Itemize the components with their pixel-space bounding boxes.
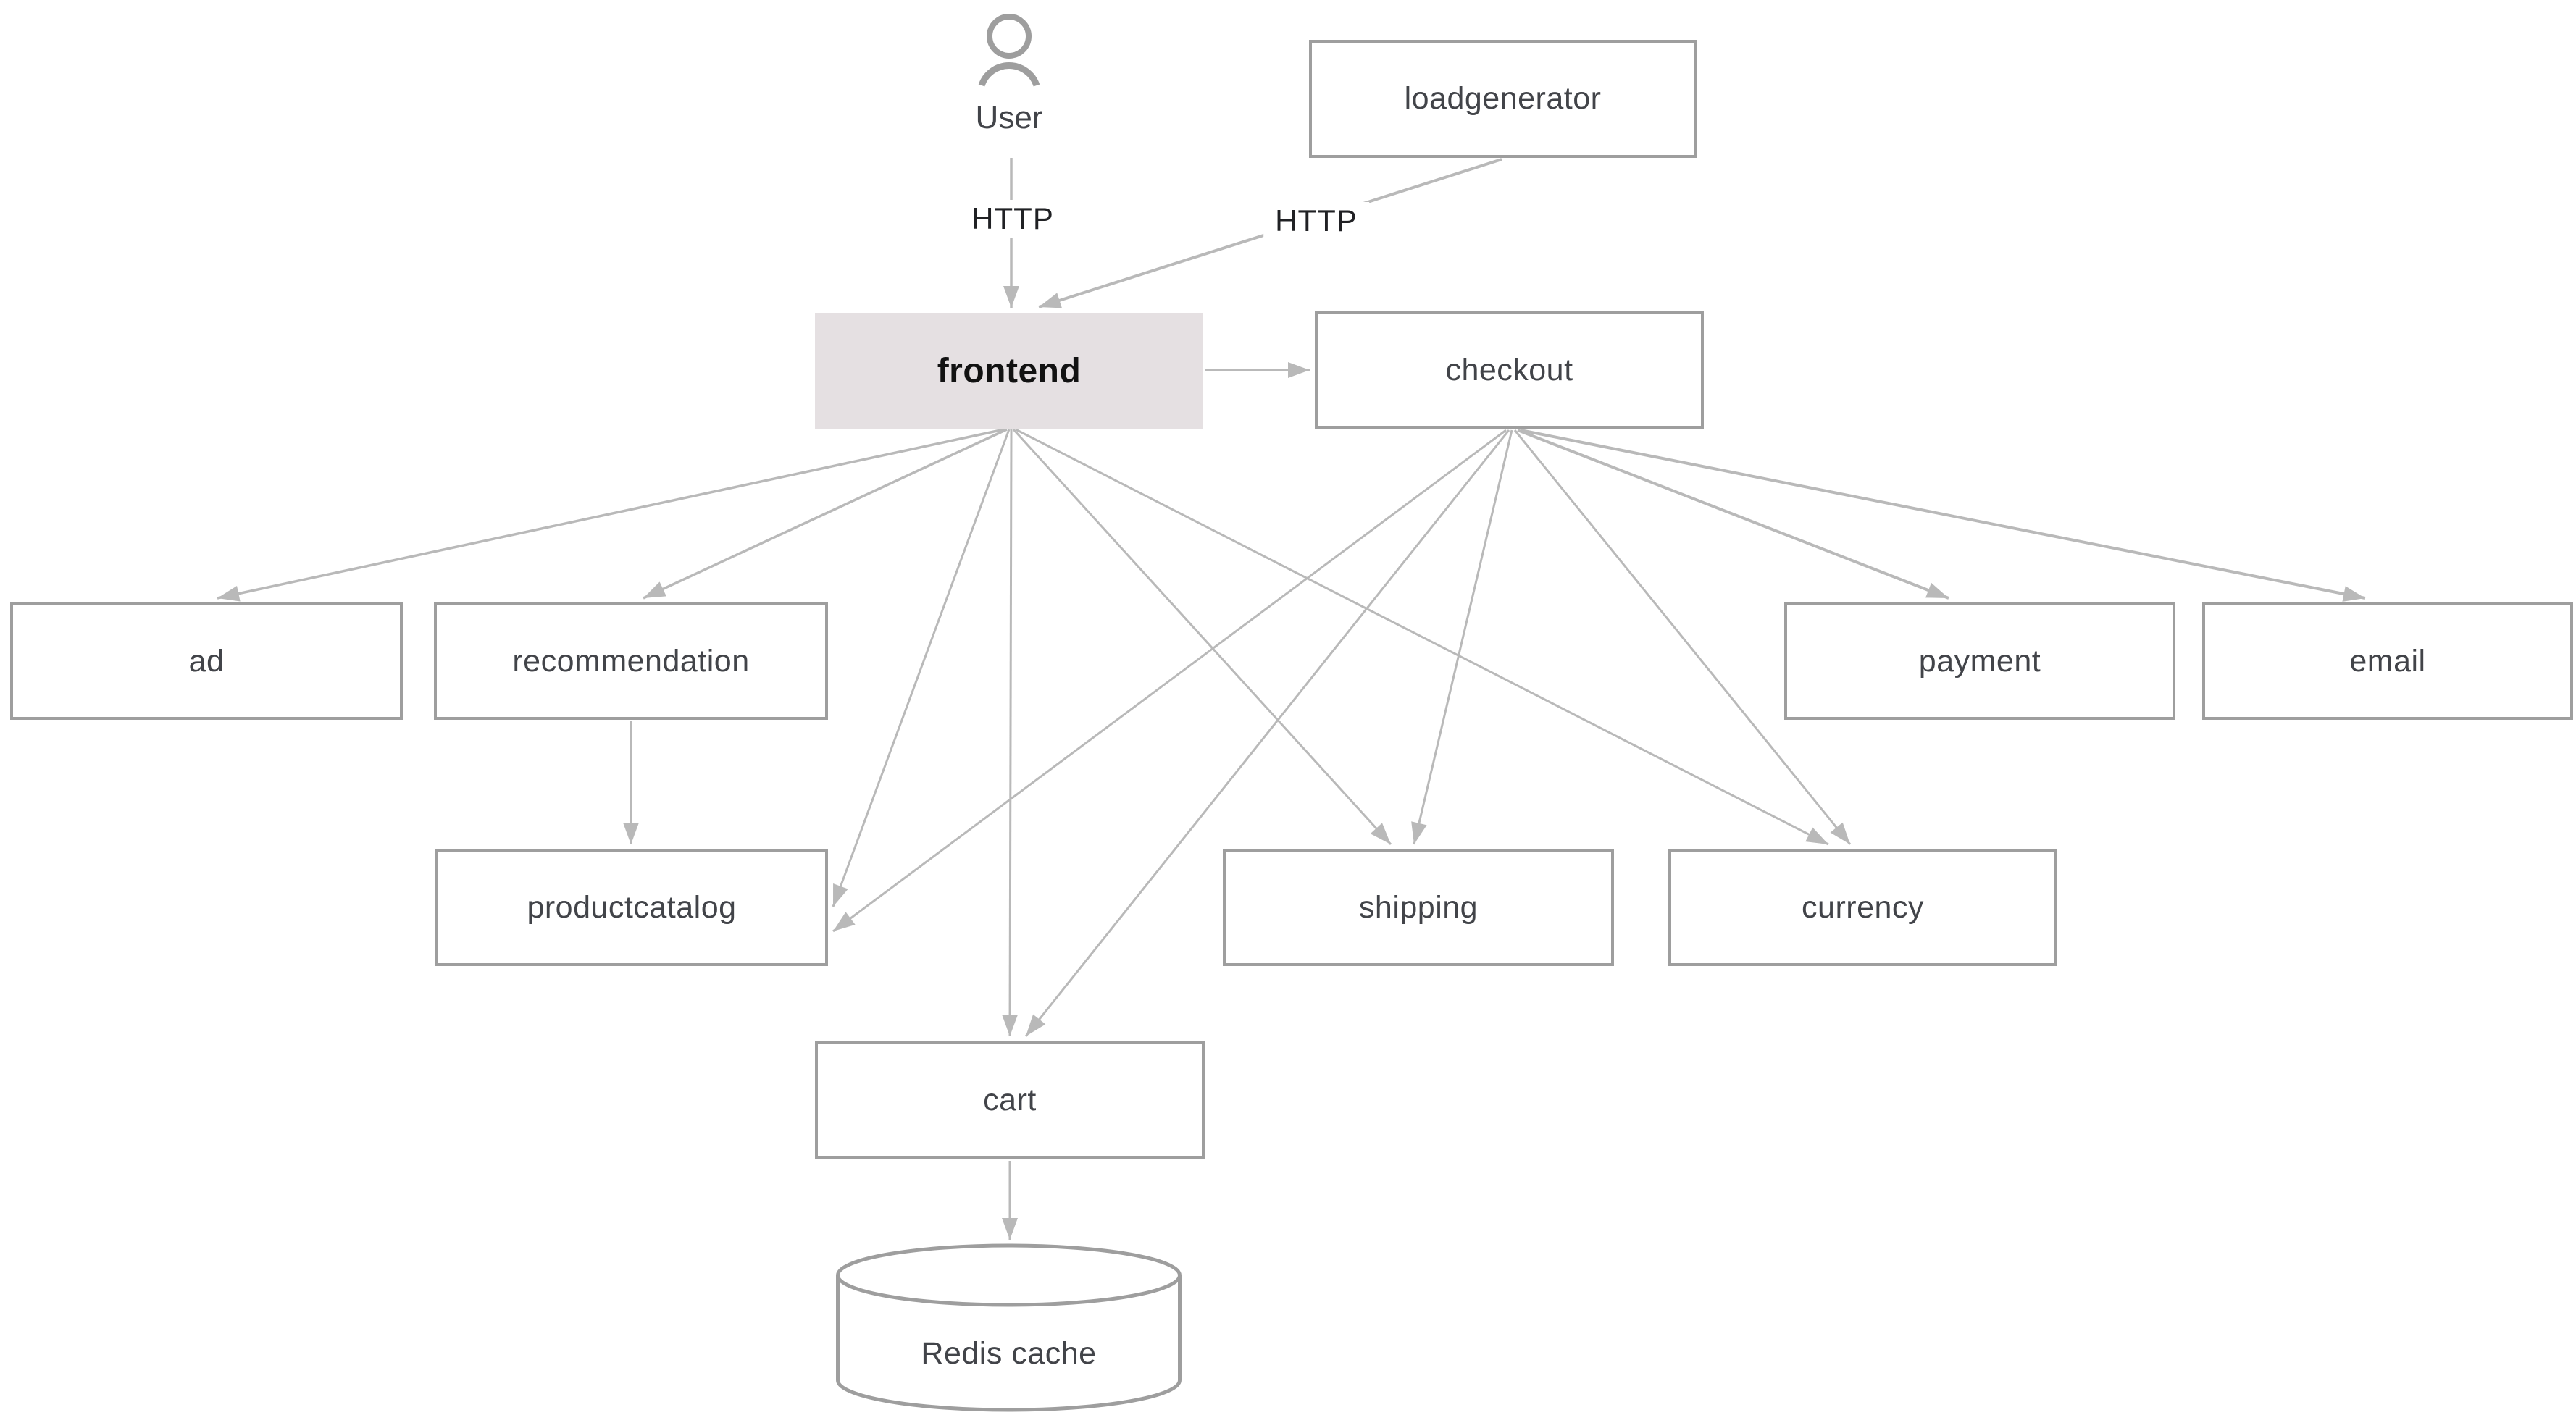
node-loadgenerator: loadgenerator bbox=[1309, 40, 1697, 158]
node-productcatalog-label: productcatalog bbox=[527, 889, 737, 925]
node-email: email bbox=[2202, 602, 2573, 720]
node-ad-label: ad bbox=[188, 643, 225, 679]
actor-user: User bbox=[937, 6, 1082, 136]
node-cart: cart bbox=[815, 1041, 1205, 1159]
node-shipping-label: shipping bbox=[1358, 889, 1479, 925]
node-productcatalog: productcatalog bbox=[435, 849, 828, 966]
node-rediscache-label: Redis cache bbox=[921, 1336, 1097, 1371]
node-payment: payment bbox=[1784, 602, 2175, 720]
node-ad: ad bbox=[10, 602, 403, 720]
node-frontend-label: frontend bbox=[937, 352, 1082, 390]
edge-checkout-currency bbox=[1513, 429, 1852, 845]
person-icon bbox=[978, 14, 1040, 87]
edge-frontend-ad bbox=[217, 428, 1005, 602]
edge-label-http-loadgenerator-frontend: HTTP bbox=[1263, 202, 1369, 240]
edge-checkout-email bbox=[1520, 429, 2366, 602]
node-checkout: checkout bbox=[1315, 311, 1704, 429]
edge-checkout-shipping bbox=[1411, 429, 1513, 845]
edge-checkout-productcatalog bbox=[832, 429, 1507, 933]
node-checkout-label: checkout bbox=[1445, 352, 1573, 387]
actor-user-label: User bbox=[975, 100, 1043, 135]
edge-checkout-cart bbox=[1024, 429, 1510, 1037]
node-payment-label: payment bbox=[1918, 643, 2041, 679]
edge-frontend-recommendation bbox=[643, 428, 1008, 600]
edge-checkout-payment bbox=[1517, 429, 1949, 600]
node-rediscache: Redis cache bbox=[836, 1243, 1182, 1412]
node-recommendation: recommendation bbox=[434, 602, 828, 720]
node-email-label: email bbox=[2349, 643, 2426, 679]
database-cylinder-icon bbox=[836, 1243, 1182, 1412]
node-loadgenerator-label: loadgenerator bbox=[1404, 81, 1602, 116]
node-frontend: frontend bbox=[815, 313, 1203, 429]
edge-frontend-cart bbox=[1002, 429, 1019, 1037]
edge-frontend-currency bbox=[1015, 428, 1829, 846]
node-currency-label: currency bbox=[1802, 889, 1924, 925]
edge-label-http-user-frontend: HTTP bbox=[960, 200, 1066, 238]
node-cart-label: cart bbox=[983, 1082, 1037, 1117]
node-shipping: shipping bbox=[1223, 849, 1614, 966]
node-currency: currency bbox=[1668, 849, 2057, 966]
edge-frontend-productcatalog bbox=[832, 429, 1011, 907]
edge-frontend-shipping bbox=[1012, 428, 1392, 846]
node-recommendation-label: recommendation bbox=[512, 643, 750, 679]
